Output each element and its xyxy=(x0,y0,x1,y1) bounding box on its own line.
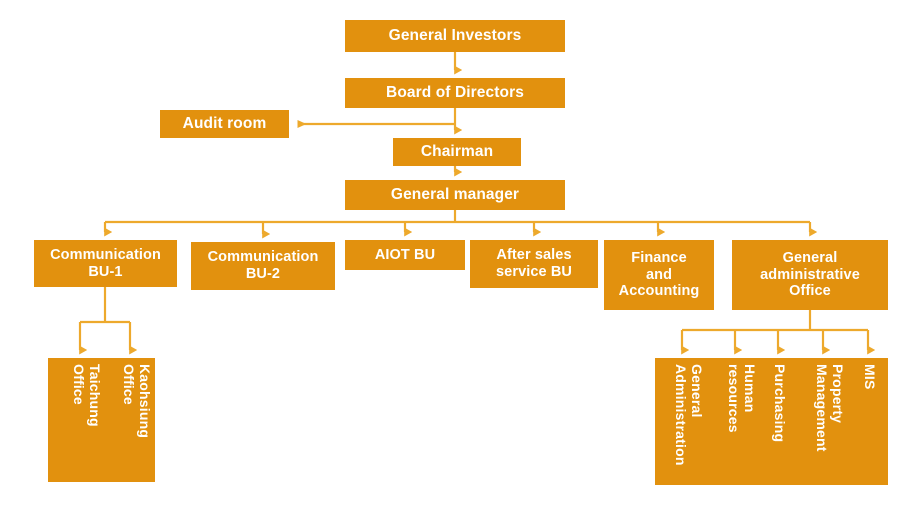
pool-general-administrative-office-units xyxy=(655,358,888,485)
node-board-of-directors[interactable]: Board of Directors xyxy=(345,78,565,108)
node-general-investors[interactable]: General Investors xyxy=(345,20,565,52)
vlabel-purchasing[interactable]: Purchasing xyxy=(772,364,788,443)
node-chairman[interactable]: Chairman xyxy=(393,138,521,166)
pool-communication-bu-1-offices xyxy=(48,358,155,482)
node-aiot-bu[interactable]: AIOT BU xyxy=(345,240,465,270)
node-general-manager[interactable]: General manager xyxy=(345,180,565,210)
node-audit-room[interactable]: Audit room xyxy=(160,110,289,138)
vlabel-mis[interactable]: MIS xyxy=(862,364,878,390)
